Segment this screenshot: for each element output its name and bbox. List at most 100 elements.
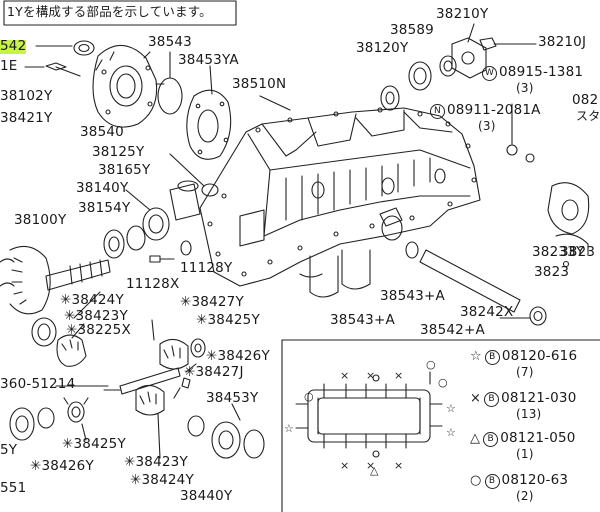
b-badge-icon: B [483,432,499,447]
part-label[interactable]: 38140Y [76,180,129,196]
seal-38589 [439,55,457,77]
washer-38154Y [126,225,146,251]
part-label[interactable]: 38242X [460,304,514,320]
seal-38542 [73,40,95,56]
drive-pinion-38100Y [0,245,111,315]
part-label[interactable]: 5Y [0,442,18,458]
part-label[interactable]: 38543+A [380,288,445,304]
b-badge-icon: B [484,350,500,365]
part-qty: (3) [516,81,534,95]
n-badge-icon: N [430,104,445,119]
part-label[interactable]: 38540 [80,124,124,140]
svg-text:○: ○ [304,390,314,403]
side-cover-38540 [92,44,158,128]
cap-38210J [479,37,497,51]
washer-11128Y [180,240,192,256]
part-label[interactable]: ✳38425Y [196,312,260,328]
part-label[interactable]: ✳38426Y [30,458,94,474]
part-label[interactable]: 38210Y [436,6,489,22]
part-label[interactable]: 542 [0,38,27,54]
bearing-38140Y [142,207,170,241]
part-label[interactable]: 38510N [232,76,287,92]
part-label[interactable]: ✳38423Y [64,308,128,324]
part-label[interactable]: 38125Y [92,144,145,160]
part-label[interactable]: 38543 [148,34,192,50]
part-qty: (3) [478,119,496,133]
part-label[interactable]: ✳38424Y [60,292,124,308]
part-label[interactable]: ✳38425Y [62,436,126,452]
bearing-38440Y [211,421,241,459]
tube-38242X [419,249,521,313]
part-number: 08911-2081A [447,102,541,118]
o-ring-38543 [157,77,183,115]
part-label[interactable]: ✳38427Y [180,294,244,310]
legend-qty: (7) [516,365,534,379]
part-label[interactable]: 38100Y [14,212,67,228]
legend-code: 08121-050 [500,430,576,446]
svg-text:×: × [394,459,403,472]
b-badge-icon: B [484,392,500,407]
svg-text:×: × [394,369,403,382]
side-gear-38423Y-middle [159,338,189,370]
header-note: 1Yを構成する部品を示しています。 [7,4,212,19]
part-label[interactable]: 360-51214 [0,376,76,392]
side-gear-38423Y [56,334,87,367]
spacer-38165Y [169,183,201,221]
legend-qty: (1) [516,447,534,461]
part-label[interactable]: 38102Y [0,88,53,104]
svg-text:○: ○ [426,358,436,371]
inset-cover-diagram [295,371,443,458]
part-label[interactable]: 38440Y [180,488,233,504]
cross-icon: × [470,391,482,406]
legend-code: 08121-030 [501,390,577,406]
svg-text:○: ○ [438,376,448,389]
part-label[interactable]: 11128X [126,276,180,292]
part-label[interactable]: 38233Y [532,244,585,260]
part-label[interactable]: 38542+A [420,322,485,338]
svg-text:☆: ☆ [446,402,456,415]
part-label[interactable]: ✳38423Y [124,454,188,470]
b-badge-icon: B [484,474,500,489]
part-label[interactable]: ✳38427J [184,364,244,380]
flange-38233 [547,182,590,235]
part-label[interactable]: 38453Y [206,390,259,406]
legend-code: 08120-63 [501,472,569,488]
part-label[interactable]: 38120Y [356,40,409,56]
part-label-sub: スタ [576,109,600,123]
part-label[interactable]: 082 [572,92,599,108]
part-label[interactable]: 38421Y [0,110,53,126]
part-label[interactable]: 38154Y [78,200,131,216]
ring-38453Y [243,429,265,459]
part-label[interactable]: 551 [0,480,27,496]
gasket-38453YA [186,89,232,160]
part-label[interactable]: 38210J [538,34,587,50]
svg-text:☆: ☆ [284,422,294,435]
part-number: 08915-1381 [499,64,584,80]
legend-qty: (2) [516,489,534,503]
part-label[interactable]: ✳38426Y [206,348,270,364]
svg-text:×: × [340,459,349,472]
part-label[interactable]: 38165Y [98,162,151,178]
svg-text:×: × [366,369,375,382]
part-label[interactable]: 38453YA [178,52,239,68]
w-badge-icon: W [482,66,497,81]
seal-38542A [529,306,547,326]
part-label[interactable]: ✳38225X [66,322,131,338]
part-label[interactable]: 38589 [390,22,434,38]
drain-plug [381,215,403,241]
circle-icon: ○ [470,473,482,488]
part-label[interactable]: 3823 [534,264,570,280]
part-label[interactable]: ✳38424Y [130,472,194,488]
part-label[interactable]: 38543+A [330,312,395,328]
part-label[interactable]: 11128Y [180,260,233,276]
part-label[interactable]: 3823 [560,244,596,260]
part-label[interactable]: 1E [0,58,18,74]
